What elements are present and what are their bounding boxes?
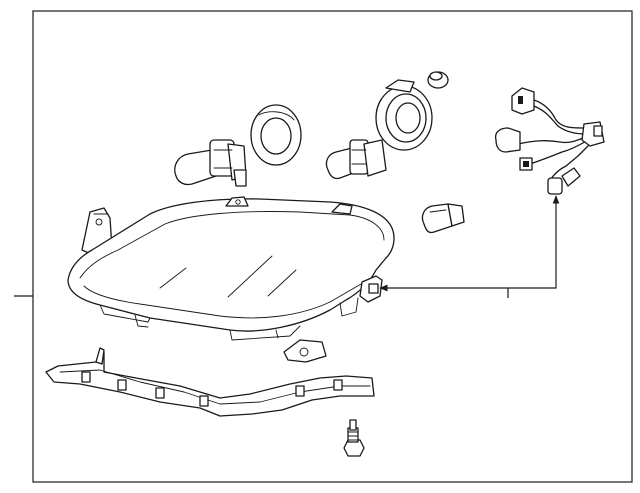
wire-harness [494, 87, 605, 195]
callout-arrow [379, 195, 560, 298]
mounting-bolt [343, 419, 365, 457]
headlamp-assembly [67, 196, 395, 341]
bulb-cover-cap [375, 79, 433, 151]
retainer-clip [283, 339, 327, 363]
small-cap [427, 71, 449, 89]
dust-seal-ring [250, 104, 302, 166]
low-beam-bulb [325, 139, 387, 180]
high-beam-bulb [174, 139, 247, 187]
wedge-bulb [421, 203, 465, 234]
diagram-frame [32, 10, 633, 483]
mounting-bracket [45, 347, 375, 417]
